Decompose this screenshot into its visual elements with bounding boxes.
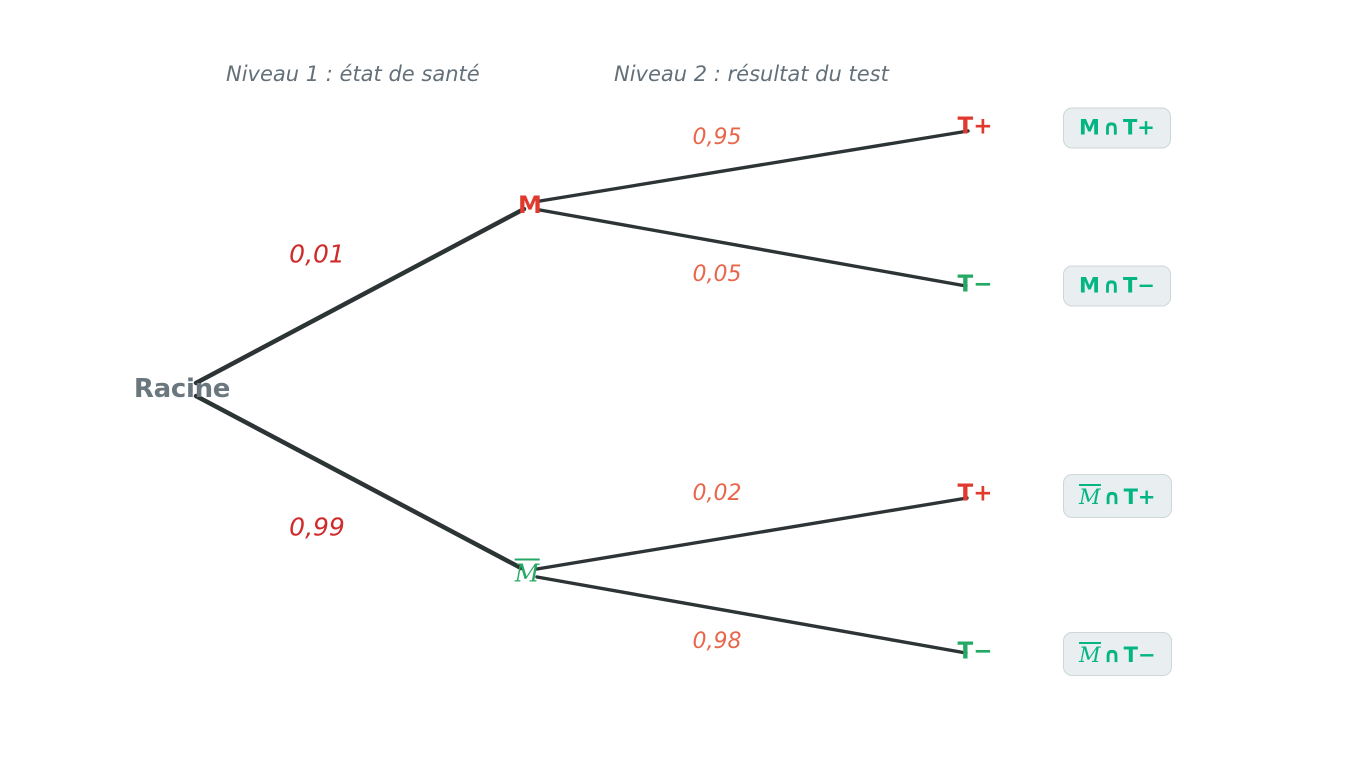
intersection-icon: ∩ xyxy=(1102,273,1120,298)
edge-m-to-tminus xyxy=(538,208,968,288)
outcome-box-m-bar-and-t-plus[interactable]: M∩T+ xyxy=(1063,474,1172,518)
outcome-right-term: T− xyxy=(1122,273,1155,298)
intersection-icon: ∩ xyxy=(1103,485,1121,509)
outcome-left-term: M xyxy=(1079,115,1100,140)
node-leaf-t-plus-upper[interactable]: T+ xyxy=(957,113,993,140)
node-leaf-t-minus-upper[interactable]: T− xyxy=(957,271,993,298)
outcome-left-term: M xyxy=(1079,484,1101,509)
edge-m-to-tplus xyxy=(538,129,970,203)
node-root[interactable]: Racine xyxy=(133,374,231,404)
outcome-box-m-and-t-plus[interactable]: M∩T+ xyxy=(1063,107,1171,149)
intersection-icon: ∩ xyxy=(1103,643,1121,667)
outcome-box-m-bar-and-t-minus[interactable]: M∩T− xyxy=(1063,632,1172,676)
level-1-header: Niveau 1 : état de santé xyxy=(226,62,480,86)
edge-root-to-mbar xyxy=(193,393,524,571)
outcome-left-term: M xyxy=(1079,642,1101,667)
probability-label-m-to-t-plus: 0,95 xyxy=(692,125,742,150)
edge-root-to-m xyxy=(193,206,527,386)
probability-label-m-to-t-minus: 0,05 xyxy=(692,262,742,287)
outcome-right-term: T− xyxy=(1123,643,1156,667)
node-m-bar[interactable]: M xyxy=(514,558,540,588)
probability-label-root-to-m-bar: 0,99 xyxy=(289,512,345,542)
edge-mbar-to-tplus xyxy=(535,496,969,571)
probability-label-m-bar-to-t-plus: 0,02 xyxy=(692,481,742,506)
intersection-icon: ∩ xyxy=(1102,115,1120,140)
outcome-left-term: M xyxy=(1079,273,1100,298)
node-m[interactable]: M xyxy=(518,191,542,219)
node-leaf-t-plus-lower[interactable]: T+ xyxy=(957,480,993,507)
probability-label-root-to-m: 0,01 xyxy=(289,239,345,269)
node-m-bar-label: M xyxy=(514,558,540,588)
edge-mbar-to-tminus xyxy=(535,575,968,655)
outcome-right-term: T+ xyxy=(1123,485,1156,509)
outcome-right-term: T+ xyxy=(1122,115,1155,140)
outcome-box-m-and-t-minus[interactable]: M∩T− xyxy=(1063,265,1171,307)
probability-label-m-bar-to-t-minus: 0,98 xyxy=(692,629,742,654)
level-2-header: Niveau 2 : résultat du test xyxy=(614,62,889,86)
node-leaf-t-minus-lower[interactable]: T− xyxy=(957,638,993,665)
